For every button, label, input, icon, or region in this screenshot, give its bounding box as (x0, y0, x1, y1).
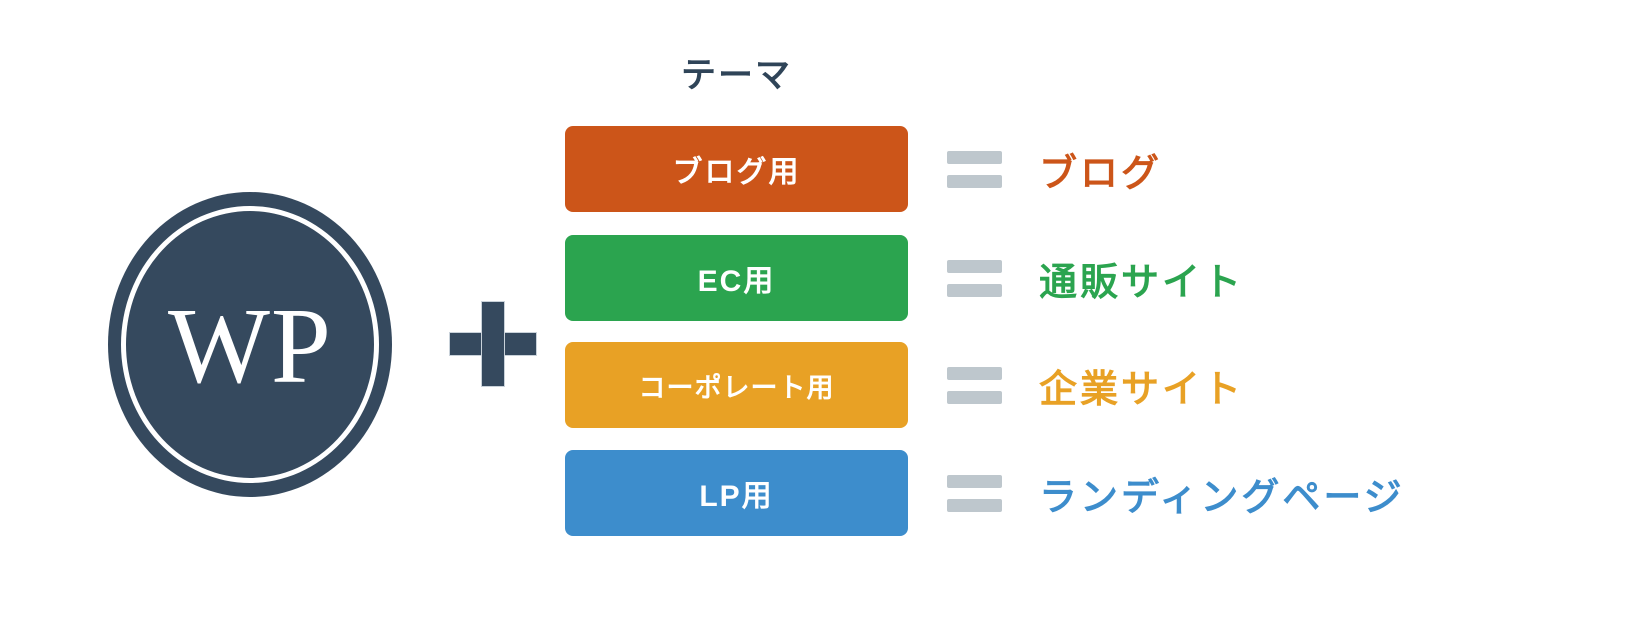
equals-icon-bar-top (947, 259, 1002, 273)
theme-chip-blog[interactable]: ブログ用 (565, 126, 908, 212)
wordpress-logo-badge: WP (108, 192, 392, 497)
theme-row: ブログ用 ブログ (565, 126, 1605, 212)
theme-chip-ec[interactable]: EC用 (565, 235, 908, 321)
logo-text: WP (168, 286, 332, 406)
result-label-lp: ランディングページ (1039, 476, 1405, 519)
equals-icon-bar-top (947, 366, 1002, 380)
plus-icon (449, 301, 537, 387)
result-label-corporate: 企業サイト (1039, 368, 1245, 411)
equals-icon (947, 366, 1002, 404)
theme-chip-corporate[interactable]: コーポレート用 (565, 342, 908, 428)
logo-ring (121, 206, 379, 483)
result-label-blog: ブログ (1039, 152, 1163, 195)
theme-row: LP用 ランディングページ (565, 450, 1605, 536)
plus-icon-vertical-bar (481, 301, 505, 387)
equals-icon (947, 474, 1002, 512)
equals-icon-bar-bottom (947, 283, 1002, 297)
equals-icon-bar-bottom (947, 498, 1002, 512)
theme-row: コーポレート用 企業サイト (565, 342, 1605, 428)
theme-chip-lp[interactable]: LP用 (565, 450, 908, 536)
equals-icon (947, 259, 1002, 297)
equals-icon (947, 150, 1002, 188)
equals-icon-bar-top (947, 150, 1002, 164)
equals-icon-bar-bottom (947, 174, 1002, 188)
result-label-ec: 通販サイト (1039, 261, 1245, 304)
theme-row: EC用 通販サイト (565, 235, 1605, 321)
equals-icon-bar-top (947, 474, 1002, 488)
theme-column-heading: テーマ (680, 56, 792, 95)
equals-icon-bar-bottom (947, 390, 1002, 404)
